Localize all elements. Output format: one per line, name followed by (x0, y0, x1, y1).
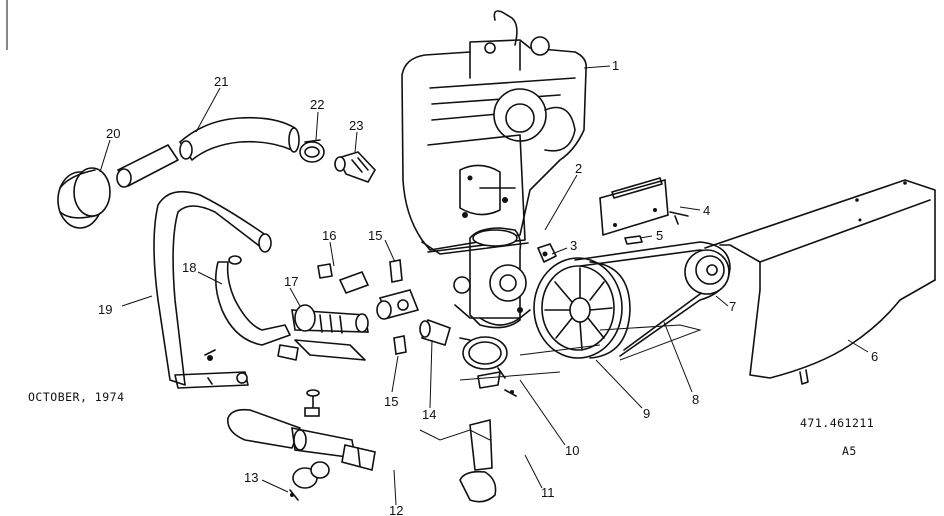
part-label: 14 (422, 407, 436, 422)
pressure-gauge (459, 336, 517, 397)
pump-body (453, 227, 531, 329)
hose-clamp-13 (289, 461, 330, 501)
fitting-14 (419, 318, 451, 347)
small-fitting (537, 243, 557, 263)
part-label: 22 (310, 97, 324, 112)
hose-18 (214, 261, 291, 346)
hose-19-end-fittings (174, 349, 249, 389)
part-label: 8 (692, 392, 699, 407)
part-label: 1 (612, 58, 619, 73)
part-label: 15 (368, 228, 382, 243)
hose-clamp-22 (299, 139, 325, 163)
bolt-washer (304, 389, 320, 417)
strainer-cap-20 (57, 167, 111, 229)
part-label: 10 (565, 443, 579, 458)
part-label: 2 (575, 161, 582, 176)
part-label: 7 (729, 299, 736, 314)
part-label: 15 (384, 394, 398, 409)
part-label: 18 (182, 260, 196, 275)
discharge-hose-12 (227, 408, 376, 471)
fitting-15-tee (376, 259, 420, 355)
part-label: 11 (541, 485, 555, 500)
part-label: 4 (703, 203, 710, 218)
part-label: 9 (643, 406, 650, 421)
hose-19 (153, 190, 271, 386)
large-pulley (533, 257, 631, 359)
part-label: 16 (322, 228, 336, 243)
mounting-bracket (599, 177, 689, 245)
part-label: 23 (349, 118, 363, 133)
sheet-code: A5 (842, 444, 857, 458)
part-label: 19 (98, 302, 112, 317)
part-label: 17 (284, 274, 298, 289)
engine (401, 10, 588, 255)
part-label: 21 (214, 74, 228, 89)
date-caption: OCTOBER, 1974 (28, 390, 125, 404)
v-belt (574, 241, 731, 357)
fitting-23 (334, 151, 376, 183)
small-pulley (684, 249, 730, 295)
leader-lines (99, 65, 869, 506)
part-label: 12 (389, 503, 403, 516)
model-number: 471.461211 (800, 416, 874, 430)
part-label: 13 (244, 470, 258, 485)
part-label: 3 (570, 238, 577, 253)
part-label: 5 (656, 228, 663, 243)
hose-21 (179, 116, 296, 161)
hose-clamp-fitting-17 (277, 304, 369, 361)
fitting-16 (317, 263, 370, 295)
part-label: 20 (106, 126, 120, 141)
part-label: 6 (871, 349, 878, 364)
part-labels: 1 2 3 4 5 6 7 8 9 10 11 12 13 14 15 15 1… (98, 58, 878, 516)
base-frame (419, 179, 936, 503)
